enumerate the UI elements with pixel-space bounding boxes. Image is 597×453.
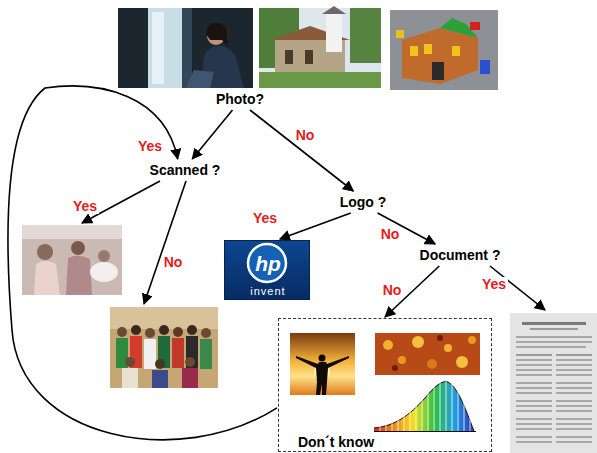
node-text: Don´t know bbox=[296, 434, 376, 450]
node-text: hp bbox=[255, 253, 281, 275]
decision-label: Scanned ? bbox=[149, 162, 222, 178]
branch-label: No bbox=[379, 227, 402, 242]
photo-building bbox=[259, 6, 381, 88]
arrow-to-photo bbox=[144, 181, 186, 304]
branch-label: No bbox=[162, 255, 185, 270]
flow-arrow bbox=[378, 213, 436, 244]
flow-arrow bbox=[280, 213, 351, 239]
logo-box: hp invent bbox=[224, 240, 310, 300]
photo-scanned bbox=[22, 225, 122, 295]
branch-label: No bbox=[381, 283, 404, 298]
branch-label: Yes bbox=[71, 199, 99, 214]
decision-label: Photo? bbox=[215, 91, 265, 107]
decision-text: Scanned ? bbox=[149, 162, 222, 178]
decision-text: Document ? bbox=[419, 247, 502, 263]
branch-label: Yes bbox=[251, 211, 279, 226]
decision-label: Logo ? bbox=[339, 194, 388, 210]
logo-circle bbox=[248, 244, 286, 282]
decision-text: Logo ? bbox=[339, 194, 388, 210]
photo-group bbox=[110, 307, 218, 388]
branch-label: Yes bbox=[136, 139, 164, 154]
photo-histogram bbox=[374, 378, 476, 432]
branch-label: No bbox=[294, 128, 317, 143]
photo-document bbox=[510, 313, 597, 453]
photo-sunset bbox=[290, 333, 355, 395]
photo-toy bbox=[390, 10, 498, 90]
branch-label: Yes bbox=[480, 277, 508, 292]
node-text: invent bbox=[250, 285, 285, 297]
group-box: Don´t know bbox=[278, 318, 492, 452]
flow-arrow bbox=[192, 110, 232, 159]
photo-woman bbox=[118, 8, 253, 88]
decision-text: Photo? bbox=[215, 91, 265, 107]
photo-texture bbox=[375, 333, 480, 375]
decision-label: Document ? bbox=[419, 247, 502, 263]
flow-arrow bbox=[250, 110, 353, 191]
